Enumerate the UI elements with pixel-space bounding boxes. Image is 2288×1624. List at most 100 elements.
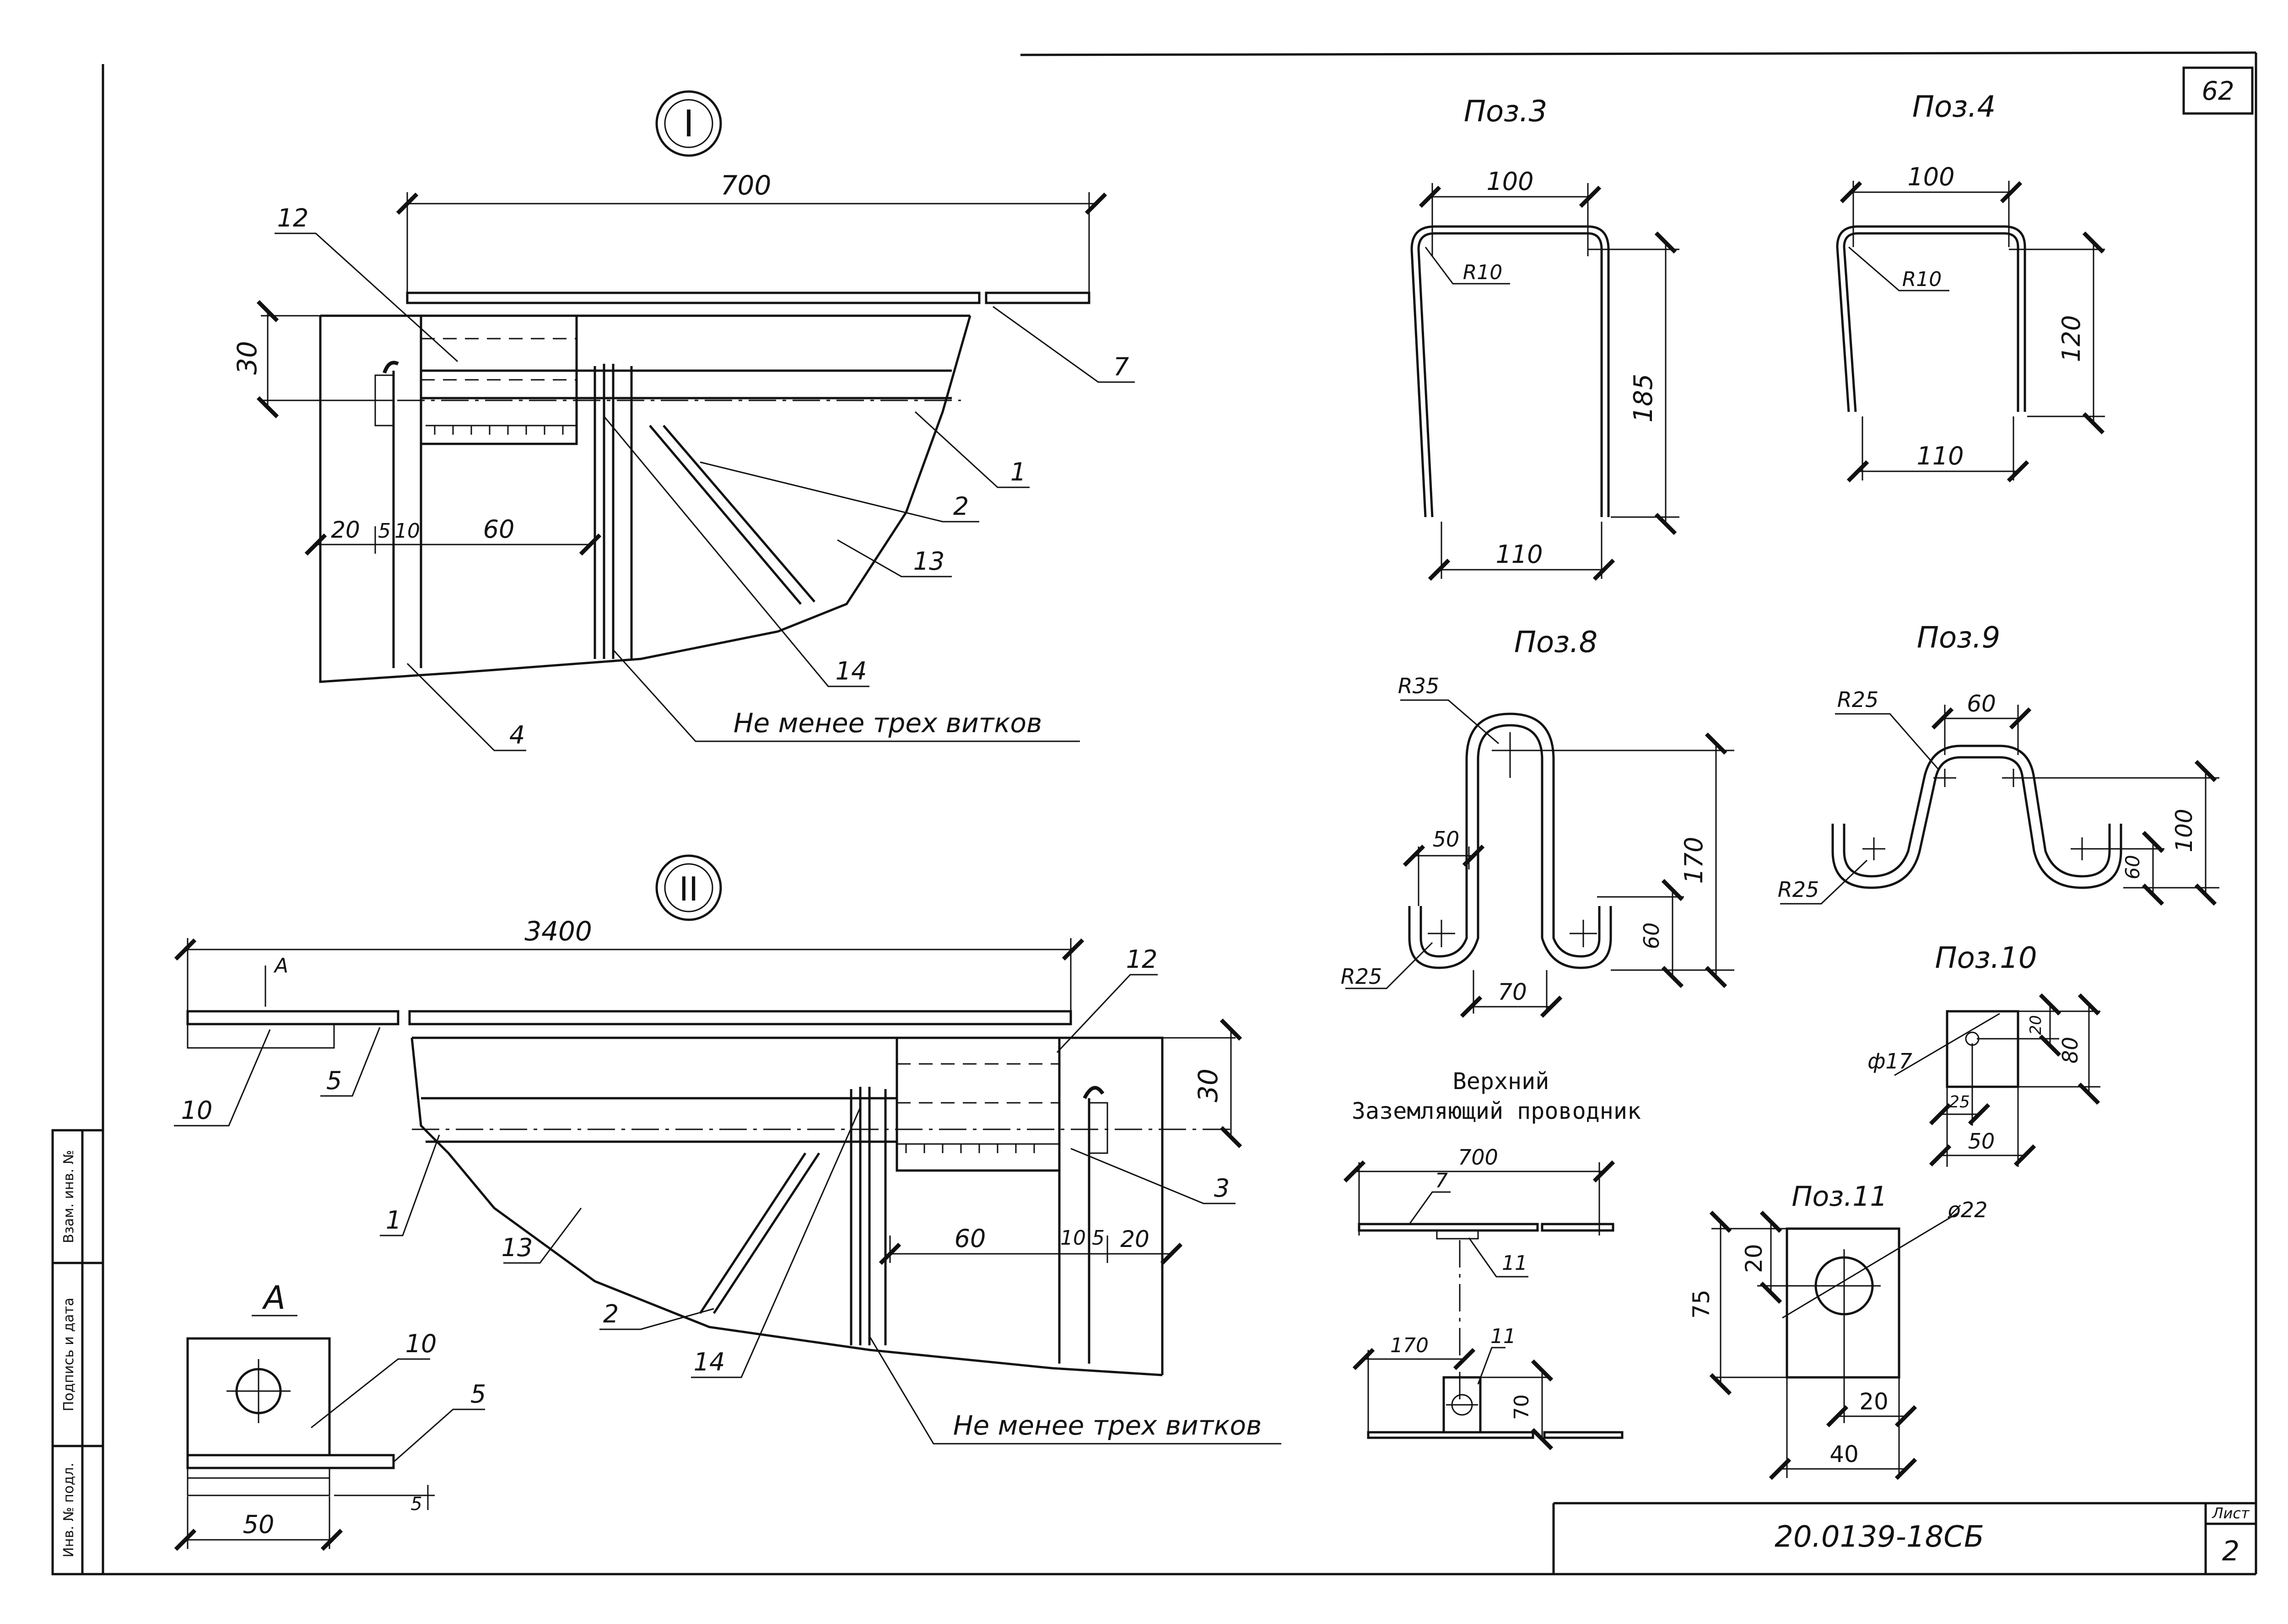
view-2-dim-20: 20	[1120, 1226, 1149, 1252]
poz-10: Поз.10 ф17 80 20 25 50	[1867, 941, 2100, 1167]
view-2-marker-outer	[655, 854, 722, 921]
poz-3-title: Поз.3	[1464, 95, 1547, 129]
view-2-section-mark: А	[273, 954, 288, 977]
poz-3-dim-185: 185	[1629, 374, 1658, 423]
poz-11-hole: ø22	[1948, 1198, 1988, 1222]
view-1-weld-hatch	[434, 426, 564, 435]
poz-9-r25-bottom: R25	[1778, 877, 1819, 902]
title-block: 20.0139-18СБ Лист 2	[1552, 1502, 2256, 1574]
view-2-dim-3400: 3400	[524, 916, 592, 947]
view-a-pos-5: 5	[470, 1380, 486, 1408]
poz-4-dim-100: 100	[1907, 162, 1954, 191]
view-1-pos-14: 14	[836, 657, 867, 685]
view-1-dim-10: 10	[394, 519, 420, 543]
poz-4-dim-120: 120	[2057, 315, 2086, 362]
stamp-vzam-inv: Взам. инв. №	[61, 1150, 77, 1243]
stamp-inv-podl: Инв. № подл.	[61, 1463, 77, 1558]
poz-10-dim-80: 80	[2058, 1037, 2083, 1064]
view-2-note: Не менее трех витков	[953, 1410, 1262, 1441]
poz-3-radius: R10	[1463, 261, 1503, 284]
view-2-weld-hatch	[905, 1144, 1035, 1153]
view-a-dim-50: 50	[243, 1510, 275, 1539]
view-1-pos-7: 7	[1113, 352, 1129, 381]
view-2-pos-5: 5	[326, 1066, 342, 1095]
poz-9-dim-60: 60	[1967, 691, 1996, 717]
poz-8-r35: R35	[1398, 674, 1440, 698]
view-2-dim-30: 30	[1193, 1068, 1224, 1102]
drawing-code: 20.0139-18СБ	[1775, 1520, 1984, 1554]
poz-11-dim-40: 40	[1829, 1441, 1859, 1468]
view-a-title: А	[262, 1279, 286, 1316]
corner-number: 62	[2202, 76, 2234, 106]
poz-10-dim-20: 20	[2027, 1015, 2045, 1035]
view-1-pos-4: 4	[509, 721, 525, 750]
poz-10-dim-50: 50	[1968, 1129, 1995, 1154]
view-a-pos-10: 10	[405, 1329, 437, 1358]
view-2-pos-12: 12	[1126, 945, 1158, 974]
poz-9-dim-100: 100	[2171, 809, 2197, 852]
view-2-pos-10: 10	[181, 1096, 213, 1125]
poz-4: Поз.4 100 110 120 R10	[1836, 90, 2105, 483]
poz-4-radius: R10	[1902, 268, 1942, 291]
poz-8-dim-70: 70	[1498, 979, 1527, 1005]
stamp-signature-date: Подпись и дата	[61, 1298, 77, 1412]
poz-10-hole: ф17	[1867, 1049, 1912, 1074]
view-a-dim-5: 5	[410, 1494, 422, 1515]
poz-8: Поз.8 R35 R25 50 70 170 60	[1341, 626, 1734, 1018]
view-1-pos-1: 1	[1010, 458, 1026, 486]
view-1-marker-outer	[655, 90, 722, 157]
poz-10-title: Поз.10	[1935, 941, 2037, 975]
view-1-dim-60: 60	[483, 515, 515, 544]
sheet-label: Лист	[2212, 1505, 2250, 1522]
poz-11: Поз.11 ø22 75 20 20 40	[1688, 1181, 1988, 1480]
poz-8-dim-50: 50	[1433, 827, 1460, 852]
poz-8-title: Поз.8	[1514, 626, 1597, 659]
view-1-dim-20: 20	[331, 517, 360, 543]
poz-11-dim-20-v: 20	[1741, 1244, 1767, 1273]
view-1-dim-5: 5	[378, 519, 391, 543]
conductor-title-line2: Заземляющий проводник	[1352, 1098, 1641, 1124]
view-1-marker-inner	[664, 99, 713, 148]
poz-11-dim-20-h: 20	[1859, 1388, 1889, 1415]
poz-3-dim-100: 100	[1486, 167, 1533, 196]
view-2-pos-3: 3	[1214, 1174, 1230, 1203]
view-2-dim-60: 60	[955, 1224, 986, 1253]
corner-box	[2182, 66, 2254, 115]
view-2-pos-14: 14	[694, 1348, 725, 1376]
view-1: I 700	[232, 90, 1135, 751]
conductor-pos-7: 7	[1435, 1169, 1448, 1192]
view-1-pos-13: 13	[913, 547, 945, 576]
ground-conductor: Верхний Заземляющий проводник 700 7 11 1…	[1343, 1068, 1641, 1451]
poz-8-dim-60: 60	[1639, 923, 1664, 950]
view-1-marker: I	[683, 103, 694, 145]
view-2-pos-2: 2	[603, 1300, 619, 1328]
poz-3: Поз.3 100 110 185 R10	[1410, 95, 1679, 581]
poz-4-title: Поз.4	[1912, 90, 1996, 124]
view-2-marker-inner	[664, 863, 713, 912]
view-a: А 50 5 10 5	[174, 1279, 486, 1551]
view-1-dim-30: 30	[232, 341, 263, 375]
view-2-dim-10: 10	[1060, 1226, 1086, 1250]
view-1-dim-700: 700	[721, 170, 772, 201]
conductor-title-line1: Верхний	[1453, 1068, 1549, 1095]
conductor-dim-170: 170	[1390, 1334, 1429, 1357]
view-2-dim-5: 5	[1092, 1226, 1105, 1250]
view-2-marker: II	[679, 870, 698, 908]
conductor-pos-11a: 11	[1502, 1252, 1527, 1275]
side-stamp: Инв. № подл. Подпись и дата Взам. инв. №	[51, 1129, 104, 1575]
view-2-pos-1: 1	[386, 1206, 401, 1235]
view-1-pos-12: 12	[277, 204, 309, 232]
view-1-note: Не менее трех витков	[734, 707, 1042, 739]
poz-8-r25: R25	[1341, 964, 1382, 989]
poz-9-dim-60: 60	[2121, 855, 2144, 879]
view-1-pos-2: 2	[953, 492, 969, 521]
view-2: II 3400 А	[174, 854, 1281, 1445]
poz-11-title: Поз.11	[1792, 1181, 1887, 1213]
view-2-pos-13: 13	[502, 1233, 533, 1262]
poz-9-r25-top: R25	[1837, 687, 1879, 712]
poz-9: Поз.9 60 R25 R25 100 60	[1778, 621, 2219, 906]
poz-3-dim-110: 110	[1495, 540, 1543, 569]
poz-11-dim-75: 75	[1688, 1289, 1715, 1319]
sheet-number: 2	[2222, 1535, 2239, 1567]
conductor-dim-700: 700	[1458, 1145, 1498, 1170]
